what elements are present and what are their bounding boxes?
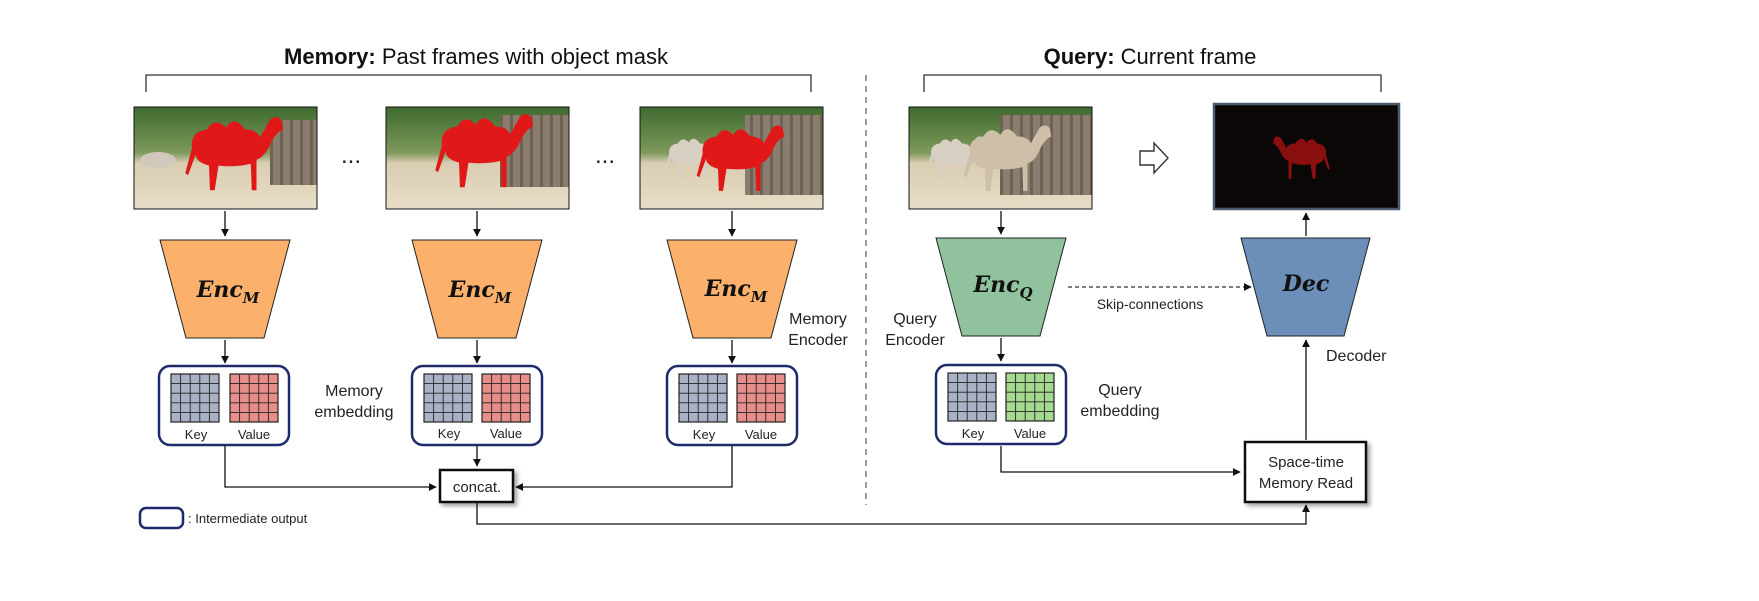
- value-label: Value: [490, 426, 522, 441]
- encoder-subscript: Q: [1020, 284, 1033, 302]
- output-mask-frame: [1212, 102, 1401, 211]
- arrow-emb1-concat: [224, 446, 437, 491]
- key-grid: [678, 373, 728, 423]
- svg-text:EncQ: EncQ: [972, 272, 1032, 302]
- memory-embedding-2: Key Value: [410, 364, 544, 447]
- svg-text:EncM: EncM: [448, 277, 512, 307]
- memory-frame-2: [385, 106, 570, 210]
- memory-bracket: [145, 74, 812, 92]
- memory-embedding-caption-2: embedding: [314, 404, 393, 421]
- skip-connections-label: Skip-connections: [1097, 296, 1204, 312]
- key-grid: [947, 372, 997, 422]
- memory-encoder-3: EncM: [666, 239, 798, 339]
- memory-embedding-3: Key Value: [665, 364, 799, 447]
- query-embedding-caption-1: Query: [1098, 382, 1142, 399]
- memory-encoder-caption-1: Memory: [789, 311, 847, 328]
- encoder-label: Enc: [448, 277, 496, 303]
- query-frame: [908, 106, 1093, 210]
- read-label-1: Space-time: [1268, 454, 1344, 471]
- memory-embedding-1: Key Value: [157, 364, 291, 447]
- query-encoder: EncQ: [935, 237, 1067, 337]
- key-label: Key: [962, 426, 985, 441]
- concat-label: concat.: [453, 479, 501, 496]
- decoder: Dec: [1240, 237, 1371, 337]
- key-label: Key: [438, 426, 461, 441]
- svg-text:EncM: EncM: [196, 277, 260, 307]
- query-header-rest: Current frame: [1115, 44, 1257, 69]
- query-encoder-caption-1: Query: [893, 311, 937, 328]
- concat-box: concat.: [438, 468, 515, 504]
- encoder-label: Enc: [972, 272, 1020, 298]
- query-embedding-caption-2: embedding: [1080, 403, 1159, 420]
- memory-frame-3: [639, 106, 824, 210]
- query-embedding-box: Key Value: [934, 363, 1068, 446]
- arrow-emb3-concat: [515, 446, 733, 491]
- ellipsis-1: ...: [341, 142, 361, 169]
- encoder-label: Enc: [704, 276, 752, 302]
- key-label: Key: [693, 427, 716, 442]
- decoder-label: Dec: [1282, 271, 1330, 297]
- encoder-subscript: M: [242, 289, 260, 307]
- memory-header: Memory: Past frames with object mask: [284, 44, 669, 69]
- memory-header-bold: Memory:: [284, 44, 376, 69]
- value-grid: [1005, 372, 1055, 422]
- encoder-subscript: M: [750, 288, 768, 306]
- value-grid: [481, 373, 531, 423]
- memory-encoder-2: EncM: [411, 239, 543, 339]
- decoder-caption: Decoder: [1326, 348, 1387, 365]
- memory-header-rest: Past frames with object mask: [376, 44, 669, 69]
- memory-frame-1: [133, 106, 318, 210]
- key-label: Key: [185, 427, 208, 442]
- memory-encoder-1: EncM: [159, 239, 291, 339]
- query-header: Query: Current frame: [1044, 44, 1257, 69]
- key-grid: [170, 373, 220, 423]
- arrow-query-read: [1000, 446, 1241, 476]
- read-label-2: Memory Read: [1259, 475, 1353, 492]
- legend-label: : Intermediate output: [188, 511, 308, 526]
- space-time-memory-read-box: Space-time Memory Read: [1243, 440, 1368, 504]
- arrow-concat-read: [476, 503, 1310, 525]
- svg-text:EncM: EncM: [704, 276, 768, 306]
- ellipsis-2: ...: [595, 142, 615, 169]
- value-label: Value: [1014, 426, 1046, 441]
- memory-encoder-caption-2: Encoder: [788, 332, 848, 349]
- query-encoder-caption-2: Encoder: [885, 332, 945, 349]
- output-arrow-icon: [1139, 141, 1169, 175]
- legend: : Intermediate output: [138, 506, 308, 530]
- memory-embedding-caption-1: Memory: [325, 383, 383, 400]
- query-header-bold: Query:: [1044, 44, 1115, 69]
- value-label: Value: [745, 427, 777, 442]
- value-grid: [736, 373, 786, 423]
- encoder-label: Enc: [196, 277, 244, 303]
- query-bracket: [923, 74, 1382, 92]
- key-grid: [423, 373, 473, 423]
- legend-swatch: [138, 506, 185, 530]
- encoder-subscript: M: [494, 289, 512, 307]
- value-label: Value: [238, 427, 270, 442]
- value-grid: [229, 373, 279, 423]
